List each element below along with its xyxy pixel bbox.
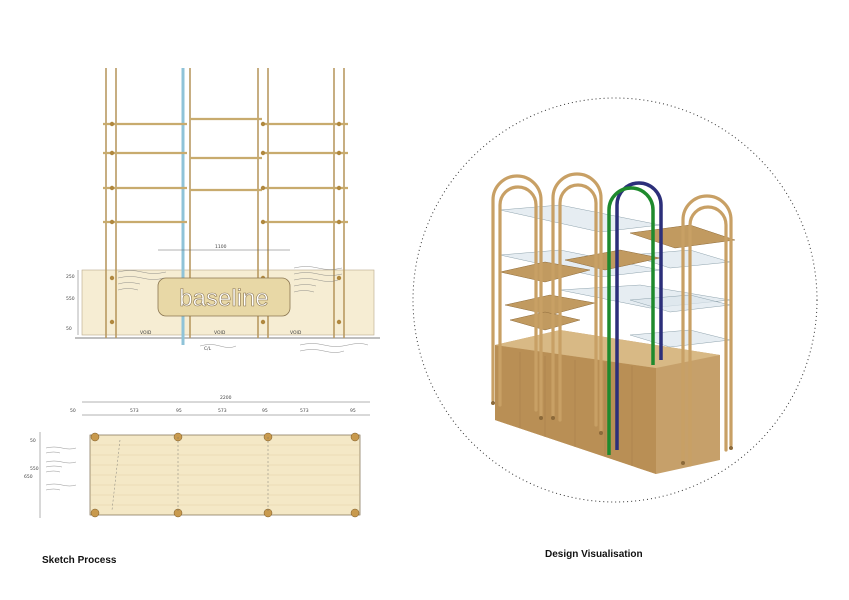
svg-text:573: 573 — [300, 408, 309, 414]
sketch-void-2: VOID — [214, 330, 226, 336]
plan-dashed-lines — [111, 437, 269, 513]
sketch-dim-550: 550 — [66, 296, 75, 302]
sketch-cl: C/L — [204, 346, 212, 352]
plan-posts — [90, 432, 360, 518]
sketch-dim-1100: 1100 — [215, 244, 227, 250]
svg-text:50: 50 — [70, 408, 76, 414]
svg-text:573: 573 — [218, 408, 227, 414]
visualisation-render — [491, 172, 736, 474]
plan-notes — [45, 446, 77, 491]
sketch-shelf-joints — [109, 121, 342, 325]
plan-segment-dims: 50 573 95 573 95 573 95 — [70, 408, 356, 414]
sketch-shelves — [103, 117, 348, 224]
render-green-arch — [607, 186, 655, 455]
plan-dim-550: 550 — [30, 466, 39, 472]
sketch-plan-drawing: 2200 50 573 95 573 95 573 95 650 — [24, 395, 370, 518]
plan-hatch — [90, 444, 360, 506]
sketch-logo-panel — [157, 277, 291, 317]
plan-dim-2200: 2200 — [220, 395, 232, 401]
sketch-notes — [117, 266, 369, 353]
svg-text:573: 573 — [130, 408, 139, 414]
render-feet — [491, 401, 733, 465]
design-visualisation-caption: Design Visualisation — [545, 549, 643, 560]
render-wood-arches — [491, 172, 733, 467]
plan-dim-50: 50 — [30, 438, 36, 444]
sketch-void-3: VOID — [290, 330, 302, 336]
svg-text:95: 95 — [262, 408, 268, 414]
sketch-void-1: VOID — [140, 330, 152, 336]
sketch-dim-50: 50 — [66, 326, 72, 332]
visualisation-dotted-circle — [412, 97, 818, 503]
plan-dim-650: 650 — [24, 474, 33, 480]
svg-text:95: 95 — [350, 408, 356, 414]
sketch-elevation-drawing: baseline 1100 550 250 50 VOID VOID VOID … — [66, 68, 380, 353]
sketch-logo-text: baseline — [179, 285, 268, 312]
sketch-process-caption: Sketch Process — [42, 555, 117, 566]
svg-text:95: 95 — [176, 408, 182, 414]
render-navy-arch — [615, 181, 663, 450]
sketch-dim-250: 250 — [66, 274, 75, 280]
